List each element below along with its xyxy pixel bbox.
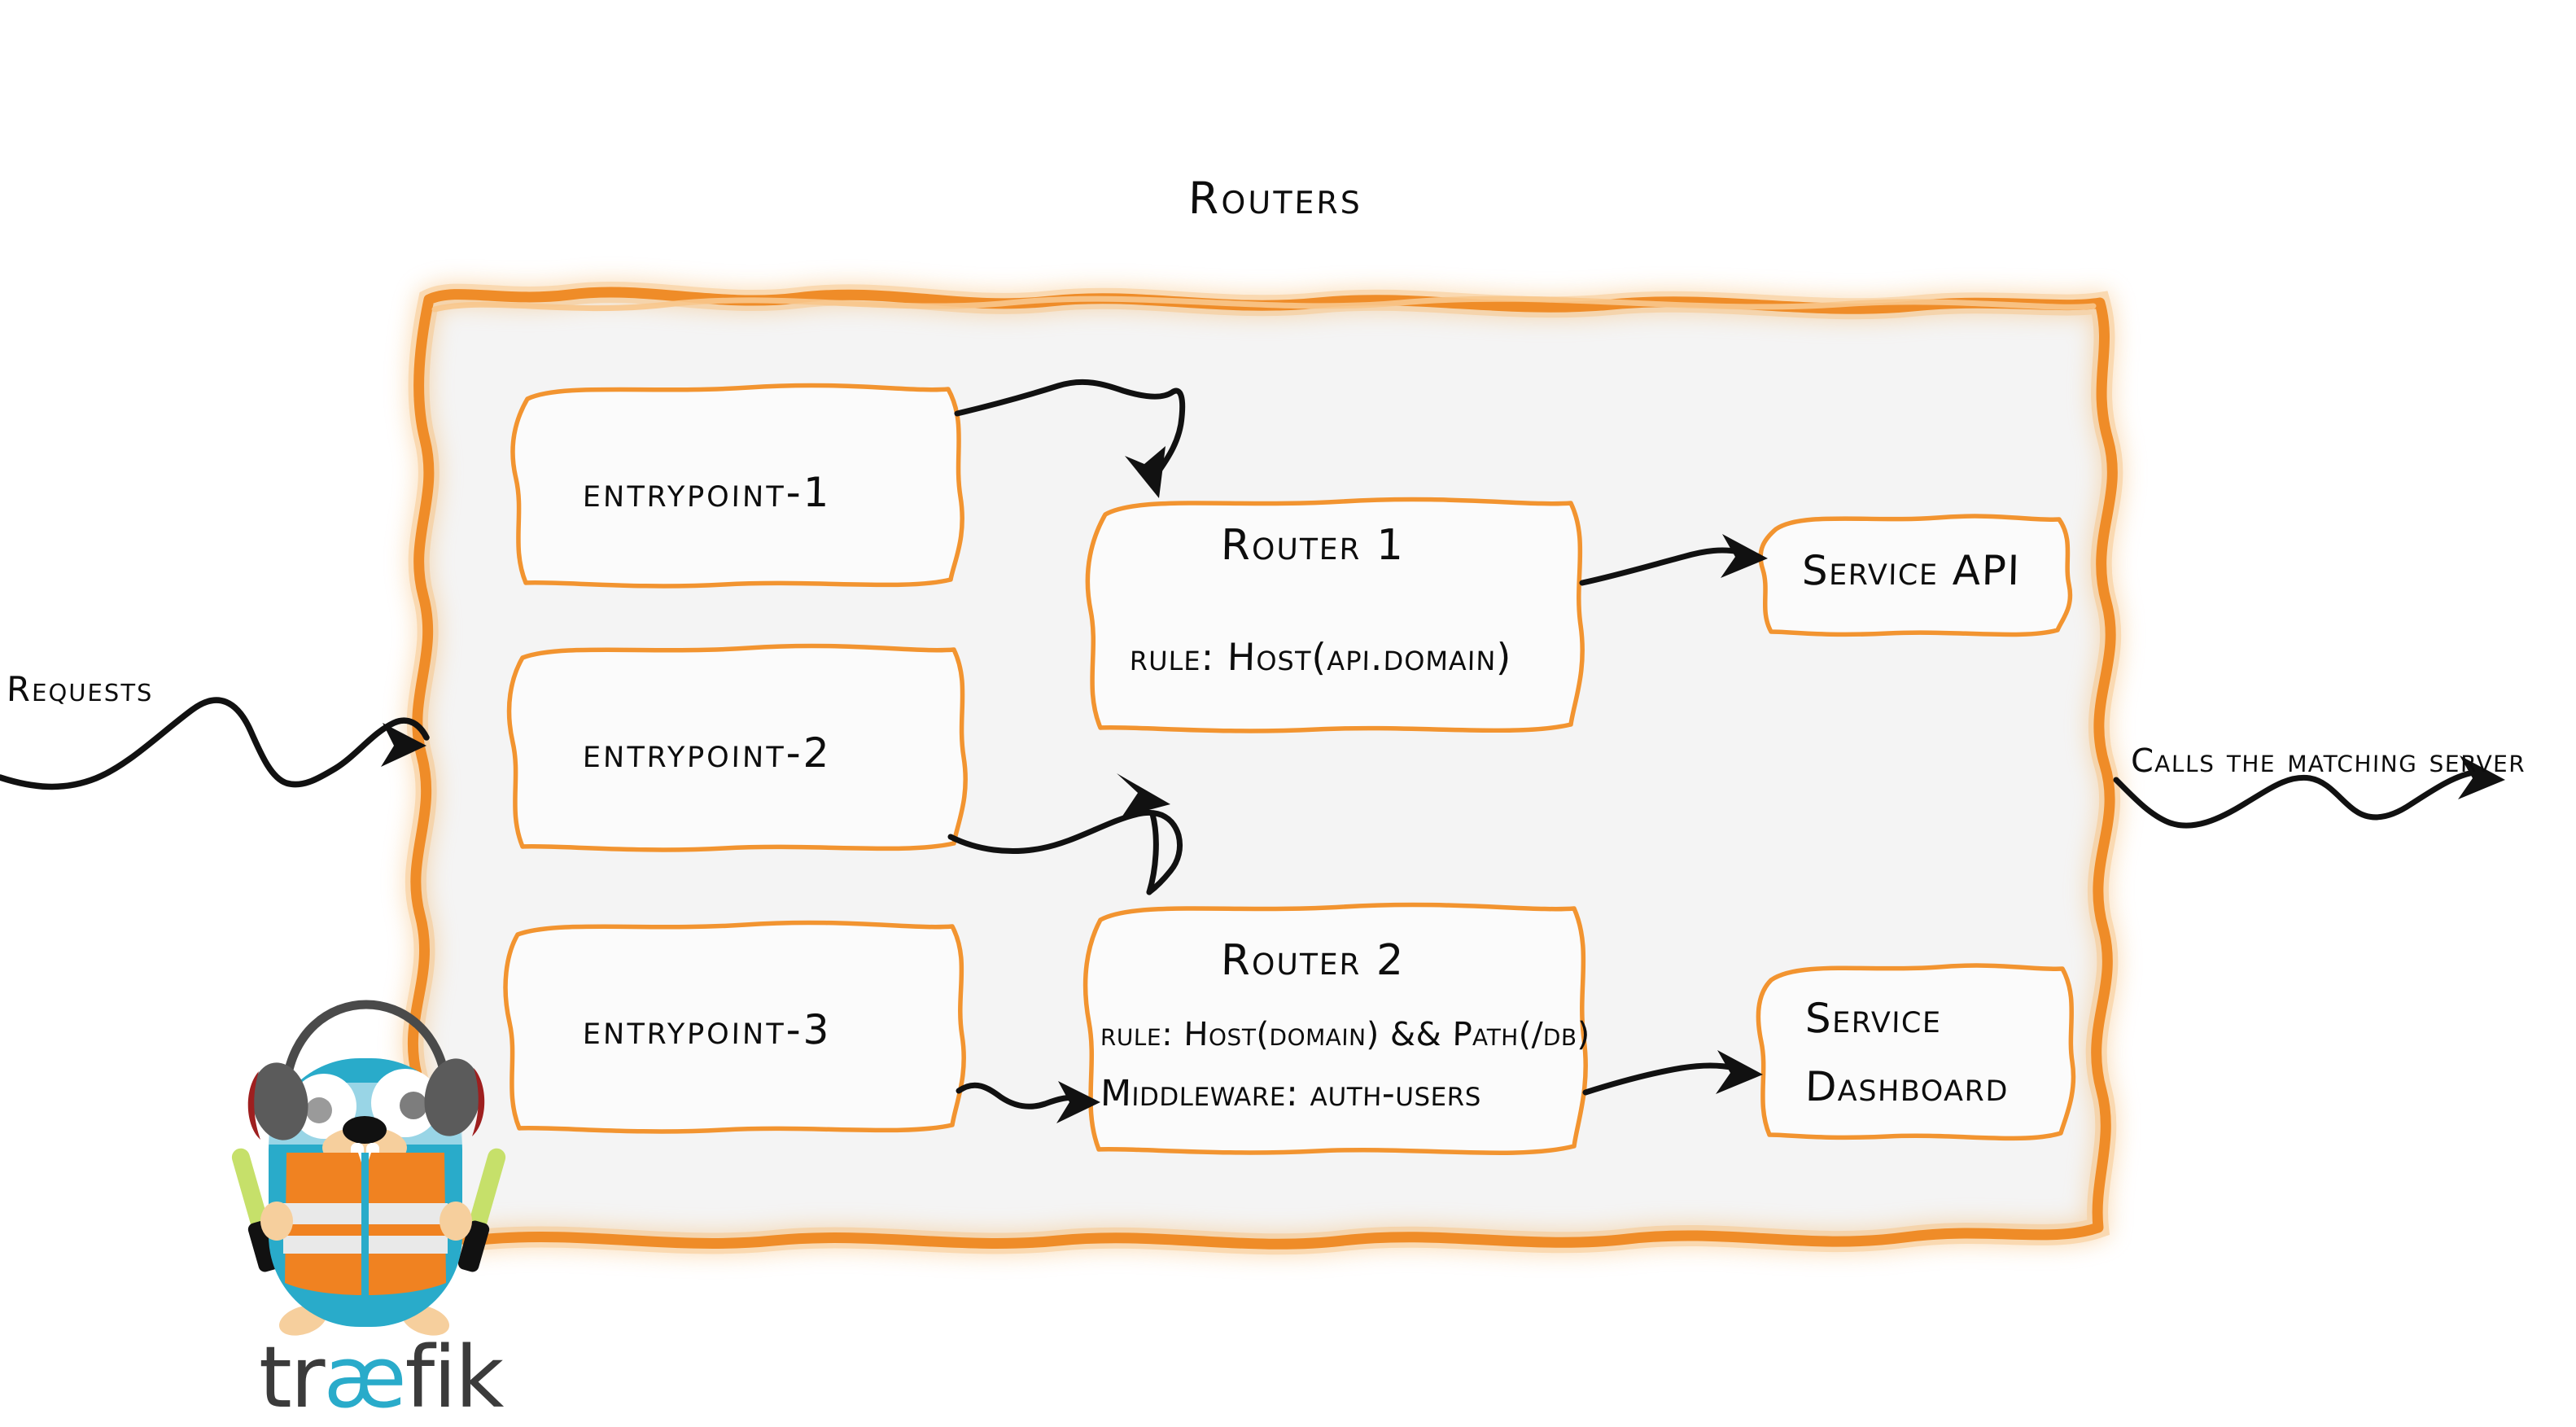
- matching-server-label: Calls the matching server: [2130, 742, 2526, 780]
- traefik-gopher-mascot: [231, 1000, 506, 1336]
- entrypoint-3-box[interactable]: [503, 920, 966, 1134]
- gopher-earcup-left: [247, 1062, 308, 1140]
- gopher-pupil-right: [400, 1092, 427, 1119]
- router-2-title: Router 2: [1220, 936, 1406, 985]
- arrow-requests-to-panel: [0, 697, 430, 790]
- wordmark-ae: æ: [323, 1328, 407, 1427]
- entrypoint-1-label: entrypoint-1: [582, 469, 833, 516]
- service-dashboard-label-2: Dashboard: [1804, 1063, 2010, 1110]
- router-1-title: Router 1: [1220, 521, 1406, 570]
- entrypoint-3-label: entrypoint-3: [582, 1006, 833, 1053]
- arrow-panel-to-matching-server: [2113, 755, 2505, 829]
- marshalling-wand-right: [457, 1148, 506, 1272]
- entrypoint-2-label: entrypoint-2: [582, 729, 833, 777]
- marshalling-wand-left: [231, 1148, 280, 1272]
- gopher-headphone-band: [282, 1000, 451, 1088]
- routers-panel-border-accent: [431, 295, 2097, 313]
- gopher-hand-right: [440, 1202, 472, 1241]
- gopher-nose: [343, 1116, 387, 1144]
- router-1-rule: rule: Host(api.domain): [1129, 635, 1512, 679]
- routers-panel-border: [407, 287, 2118, 1250]
- router-1-box[interactable]: [1085, 497, 1585, 733]
- arrow-router2-to-servicedashboard: [1582, 1050, 1763, 1096]
- requests-label: Requests: [6, 669, 154, 709]
- service-api-label: Service API: [1801, 547, 2022, 594]
- wordmark-part-1: tr: [259, 1328, 326, 1427]
- arrow-entrypoint1-to-router1: [954, 379, 1186, 498]
- router-2-middleware: Middleware: auth-users: [1100, 1073, 1482, 1114]
- service-api-box[interactable]: [1758, 514, 2073, 637]
- gopher-hand-left: [260, 1202, 293, 1241]
- arrow-entrypoint3-to-router2: [956, 1081, 1100, 1123]
- arrow-entrypoint2-to-router1: [947, 773, 1183, 895]
- gopher-vest-split-overlay: [361, 1153, 369, 1299]
- page-title: Routers: [1187, 173, 1363, 224]
- service-dashboard-box[interactable]: [1756, 963, 2076, 1141]
- wordmark-part-3: fik: [405, 1328, 505, 1427]
- gopher-pupil-left: [306, 1097, 332, 1123]
- arrow-router1-to-serviceapi: [1579, 534, 1768, 586]
- service-dashboard-label-1: Service: [1804, 995, 1943, 1042]
- traefik-wordmark: træfik: [259, 1335, 504, 1420]
- gopher-earcup-right: [424, 1058, 485, 1136]
- entrypoint-1-box[interactable]: [510, 383, 964, 589]
- entrypoint-2-box[interactable]: [506, 643, 968, 852]
- router-2-rule: rule: Host(domain) && Path(/db): [1100, 1016, 1591, 1053]
